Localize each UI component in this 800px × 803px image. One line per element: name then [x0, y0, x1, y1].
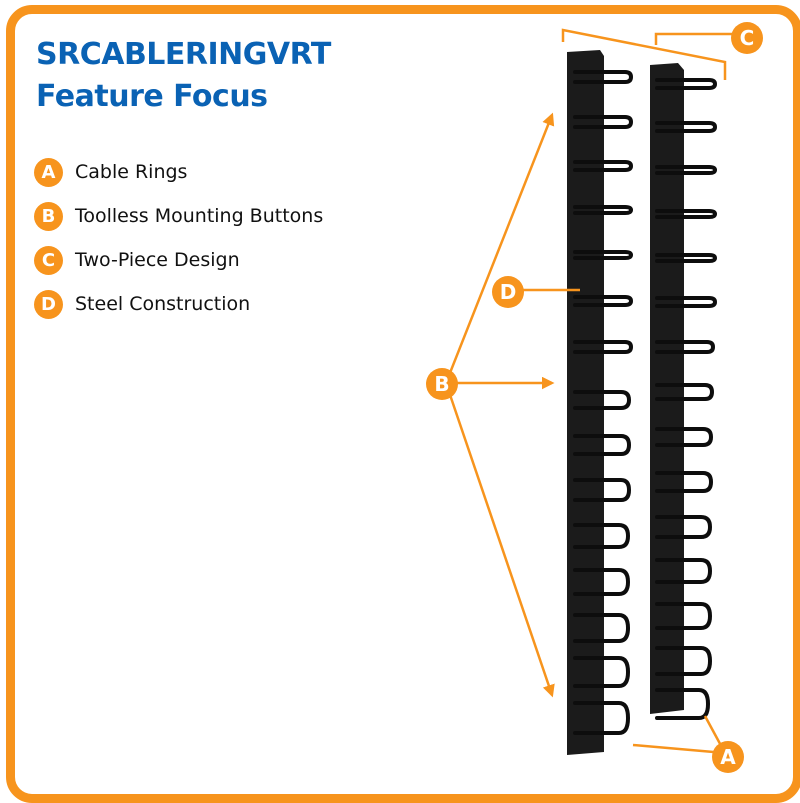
badge-a-icon: A [34, 157, 63, 187]
feature-item-cable-rings: A Cable Rings [34, 150, 323, 194]
feature-item-toolless-buttons: B Toolless Mounting Buttons [34, 194, 323, 238]
feature-item-two-piece: C Two-Piece Design [34, 238, 323, 282]
callout-b-icon: B [426, 368, 458, 400]
page-title: SRCABLERINGVRT Feature Focus [36, 34, 331, 118]
callout-c-icon: C [731, 22, 763, 54]
feature-label: Cable Rings [75, 161, 188, 183]
callout-lines [444, 28, 736, 755]
title-subtitle: Feature Focus [36, 79, 268, 114]
cable-manager-left-bar [567, 50, 634, 755]
badge-d-icon: D [34, 289, 63, 319]
feature-item-steel: D Steel Construction [34, 282, 323, 326]
callout-d-icon: D [492, 276, 524, 308]
title-model: SRCABLERINGVRT [36, 37, 331, 72]
feature-label: Two-Piece Design [75, 249, 240, 271]
badge-c-icon: C [34, 245, 63, 275]
feature-label: Steel Construction [75, 293, 251, 315]
feature-label: Toolless Mounting Buttons [75, 205, 324, 227]
callout-a-icon: A [712, 741, 744, 773]
feature-list: A Cable Rings B Toolless Mounting Button… [34, 150, 323, 326]
badge-b-icon: B [34, 201, 63, 231]
cable-manager-right-bar [650, 63, 718, 720]
